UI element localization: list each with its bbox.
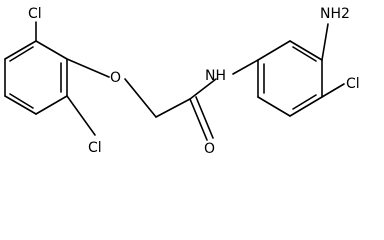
right-ring xyxy=(257,40,323,117)
bond-carbonyl xyxy=(189,98,208,141)
bond xyxy=(289,96,323,117)
bond-cl-bottom xyxy=(66,95,96,136)
bond xyxy=(257,40,291,61)
atom-label-o-ether: O xyxy=(110,70,121,86)
bond-carbonyl-second xyxy=(195,96,214,139)
bond-ch2-c xyxy=(155,98,191,118)
bond xyxy=(257,96,291,117)
double-bond-inner xyxy=(292,94,317,110)
bond-nh-ring xyxy=(232,59,259,75)
bond xyxy=(4,40,37,60)
atom-label-nh2: NH2 xyxy=(320,6,350,22)
bond xyxy=(289,40,323,61)
bond-ring-o xyxy=(66,58,110,78)
atom-label-cl-bottom-left: Cl xyxy=(88,140,102,155)
bond xyxy=(35,40,68,60)
structure-drawing: Cl Cl O NH O NH2 Cl xyxy=(4,6,360,155)
bond xyxy=(35,95,68,115)
left-ring xyxy=(4,40,68,115)
atom-label-cl-right: Cl xyxy=(346,76,360,92)
bond-cl-right xyxy=(321,83,345,98)
chemical-structure: Cl Cl O NH O NH2 Cl xyxy=(4,6,360,155)
bond-c-nh xyxy=(189,78,217,100)
double-bond-inner xyxy=(292,46,317,62)
bond xyxy=(4,95,37,115)
bond-nh2 xyxy=(321,23,329,61)
atom-label-cl-top: Cl xyxy=(28,6,42,22)
atom-label-o-carbonyl: O xyxy=(204,141,215,155)
double-bond-inner xyxy=(9,46,34,62)
bond-o-ch2 xyxy=(124,78,157,118)
double-bond-inner xyxy=(9,93,34,109)
atom-label-nh: NH xyxy=(205,68,226,84)
